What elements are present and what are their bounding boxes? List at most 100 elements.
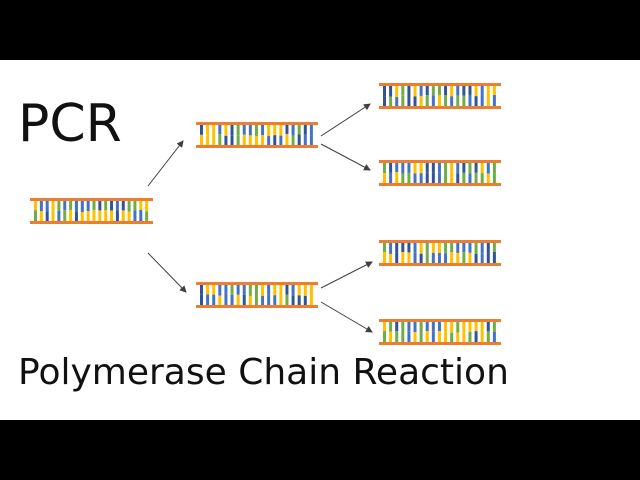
base-pair-top (297, 124, 301, 135)
base-pair-top (218, 124, 222, 135)
base-pair-top (273, 284, 277, 296)
base-pair-bottom (437, 172, 441, 184)
base-pair-bottom (413, 173, 417, 184)
base-pair-bottom (413, 331, 417, 343)
base-pair-top (450, 321, 454, 333)
base-pair-bottom (407, 172, 411, 184)
arrow (320, 143, 371, 171)
base-pair-top (456, 242, 460, 253)
base-pair-top (383, 162, 386, 174)
base-pair-top (395, 85, 399, 98)
base-pair-top (297, 284, 301, 296)
base-pair-bottom (309, 135, 313, 146)
base-pair-bottom (474, 172, 478, 184)
backbone-bottom (379, 342, 501, 345)
base-pair-top (395, 162, 399, 172)
base-pair-bottom (444, 94, 448, 107)
base-pair-bottom (291, 295, 295, 306)
base-pair-bottom (401, 95, 405, 107)
base-pair-bottom (431, 331, 435, 343)
base-pair-top (401, 321, 405, 331)
base-pair-top (303, 284, 307, 296)
base-pair-bottom (254, 294, 258, 306)
subtitle-initial: P (18, 352, 39, 393)
base-pair-top (480, 85, 484, 96)
base-pair-bottom (285, 294, 289, 306)
base-pair-bottom (468, 95, 472, 107)
base-pair-bottom (462, 252, 466, 264)
base-pair-top (407, 85, 411, 97)
base-pair-top (254, 124, 258, 137)
base-pair-top (425, 162, 429, 173)
backbone-top (30, 198, 153, 201)
subtitle-word-polymerase: Polymerase (18, 352, 227, 393)
base-pair-bottom (115, 210, 119, 222)
base-pair-top (401, 85, 405, 96)
base-pair-top (444, 321, 448, 333)
slide: PCR Polymerase Chain Reaction (0, 60, 640, 420)
base-pair-bottom (401, 252, 405, 264)
base-pair-top (486, 321, 490, 332)
base-pair-bottom (297, 134, 301, 146)
base-pair-bottom (474, 331, 478, 343)
base-pair-bottom (80, 212, 84, 222)
base-pair-top (419, 242, 423, 254)
base-pair-bottom (389, 331, 393, 343)
base-pair-top (261, 124, 265, 136)
base-pair-bottom (401, 173, 405, 184)
base-pair-bottom (230, 294, 234, 306)
base-pair-bottom (450, 96, 454, 107)
base-pair-bottom (218, 134, 222, 146)
base-pair-top (63, 200, 67, 211)
base-pair-top (468, 85, 472, 96)
base-pair-top (34, 200, 37, 211)
base-pair-top (425, 85, 429, 96)
arrow (320, 301, 373, 333)
base-pair-bottom (236, 135, 240, 146)
base-pair-top (139, 200, 143, 211)
base-pair-top (383, 242, 386, 253)
base-pair-bottom (395, 252, 399, 264)
base-pair-top (450, 162, 454, 173)
base-pair-bottom (242, 134, 246, 146)
base-pair-bottom (437, 94, 441, 107)
base-pair-top (267, 124, 271, 137)
subtitle-initial: R (352, 352, 376, 393)
base-pair-top (486, 85, 490, 97)
base-pair-bottom (468, 331, 472, 343)
base-pair-bottom (486, 331, 490, 343)
base-pair-top (474, 162, 478, 173)
base-pair-top (248, 124, 252, 136)
base-pair-bottom (98, 210, 102, 222)
base-pair-bottom (389, 96, 393, 107)
base-pair-top (230, 124, 234, 136)
base-pair-bottom (407, 96, 411, 107)
base-pair-bottom (419, 173, 423, 184)
base-pair-bottom (492, 95, 496, 107)
base-pair-top (115, 200, 119, 211)
base-pair-bottom (51, 211, 55, 222)
base-pair-top (492, 85, 496, 96)
subtitle-rest: hain (263, 352, 342, 393)
dna-strand (196, 282, 318, 308)
backbone-bottom (196, 145, 318, 148)
base-pair-bottom (468, 173, 472, 184)
base-pair-bottom (261, 135, 265, 146)
base-pair-top (462, 85, 466, 96)
base-pair-bottom (121, 210, 125, 222)
base-pair-bottom (279, 295, 283, 306)
arrow (147, 140, 184, 187)
base-pair-top (474, 321, 478, 332)
base-pair-top (492, 321, 496, 332)
base-pair-bottom (200, 294, 203, 306)
subtitle-initial: C (238, 352, 264, 393)
base-pair-bottom (486, 173, 490, 184)
base-pair-bottom (383, 96, 386, 107)
base-pair-top (212, 124, 216, 135)
base-pair-top (254, 284, 258, 295)
base-pair-bottom (395, 331, 399, 343)
base-pair-bottom (444, 253, 448, 264)
base-pair-top (279, 124, 283, 136)
base-pair-top (468, 242, 472, 253)
base-pair-bottom (279, 135, 283, 146)
